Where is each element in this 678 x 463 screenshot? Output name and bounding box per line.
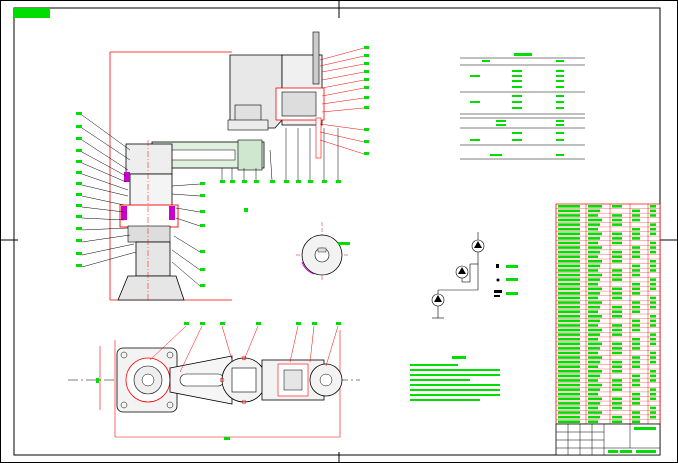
parts-list	[555, 203, 661, 425]
detail-view	[296, 222, 350, 282]
tank-symbol-icon	[431, 293, 445, 319]
technical-notes	[410, 356, 500, 401]
valve-symbol-icon	[455, 265, 469, 279]
side-view	[76, 31, 369, 301]
title-block	[555, 423, 661, 456]
hydraulic-schematic	[431, 232, 518, 319]
top-view	[68, 322, 360, 440]
title-tag	[14, 8, 50, 18]
parameter-table	[460, 53, 585, 160]
pump-symbol-icon	[471, 239, 485, 253]
